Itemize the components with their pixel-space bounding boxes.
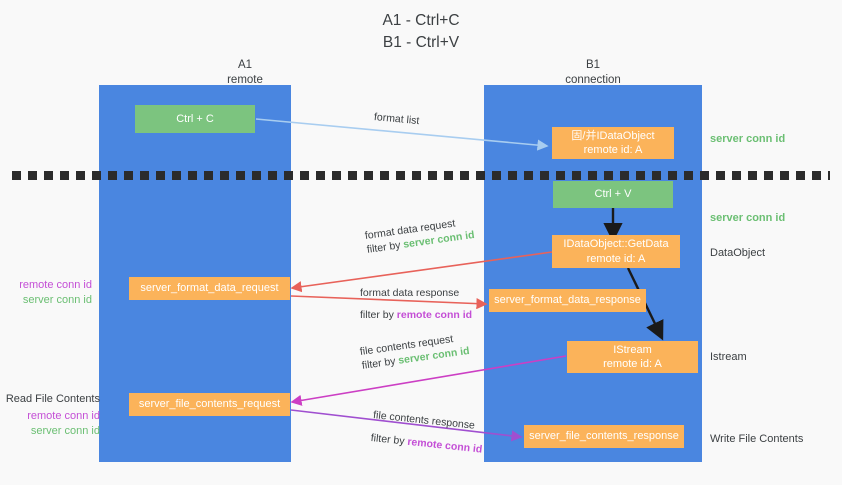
node-server-file-contents-response[interactable]: server_file_contents_response [524, 425, 684, 448]
column-sub-b1: connection [565, 74, 621, 87]
column-caption-a1: A1 remote [99, 58, 391, 89]
node-server-format-data-response-label: server_format_data_response [494, 294, 641, 307]
annotation-write-file-contents: Write File Contents [710, 433, 804, 445]
edge-label-format-data-response: format data response filter by remote co… [360, 287, 473, 322]
annotation-server-conn-id-mid: server conn id [710, 212, 786, 224]
node-idataobject-getdata-line2: remote id: A [586, 252, 646, 265]
node-istream[interactable]: IStream remote id: A [567, 341, 698, 373]
annotation-file-remote-conn-id: remote conn id [27, 410, 100, 423]
node-idataobject[interactable]: 固/并IDataObject remote id: A [552, 127, 674, 159]
title-line-2: B1 - Ctrl+V [382, 34, 460, 51]
column-sub-a1: remote [227, 74, 263, 87]
node-ctrl-v[interactable]: Ctrl + V [553, 181, 673, 208]
edge-label-file-contents-response: file contents response filter by remote … [370, 409, 483, 456]
edge-label-format-list: format list [373, 111, 420, 128]
node-ctrl-c-line1: Ctrl + C [176, 112, 214, 125]
node-server-file-contents-request-label: server_file_contents_request [138, 398, 281, 411]
node-ctrl-c[interactable]: Ctrl + C [135, 105, 255, 133]
annotation-server-conn-id-top: server conn id [710, 133, 786, 145]
node-server-file-contents-request[interactable]: server_file_contents_request [129, 393, 290, 416]
node-server-format-data-response[interactable]: server_format_data_response [489, 289, 646, 312]
edge-filter-format-data-response: filter by remote conn id [360, 309, 473, 322]
column-caption-b1: B1 connection [484, 58, 702, 89]
annotation-file-server-conn-id: server conn id [30, 425, 100, 438]
diagram-title: A1 - Ctrl+C B1 - Ctrl+V [0, 10, 842, 54]
annotation-file-conn-ids: Read File Contents remote conn id server… [0, 392, 100, 440]
node-server-file-contents-response-label: server_file_contents_response [529, 430, 679, 443]
edge-filter-file-contents-response: filter by remote conn id [370, 432, 483, 456]
column-name-a1: A1 [237, 59, 253, 71]
node-server-format-data-request-label: server_format_data_request [140, 282, 279, 295]
node-ctrl-v-line1: Ctrl + V [594, 188, 632, 201]
column-name-b1: B1 [585, 59, 601, 71]
node-server-format-data-request[interactable]: server_format_data_request [129, 277, 290, 300]
phase-divider [12, 171, 830, 180]
annotation-format-server-conn-id: server conn id [22, 294, 92, 307]
annotation-istream: Istream [710, 351, 747, 363]
edge-label-format-data-request: format data request filter by server con… [364, 217, 476, 257]
annotation-read-file-contents: Read File Contents [5, 393, 100, 405]
annotation-format-remote-conn-id: remote conn id [19, 279, 92, 291]
annotation-dataobject: DataObject [710, 247, 766, 259]
edge-label-file-contents-request: file contents request filter by server c… [359, 333, 471, 373]
node-idataobject-line2: remote id: A [583, 144, 643, 156]
node-istream-line1: IStream [613, 343, 652, 356]
node-istream-line2: remote id: A [603, 358, 662, 370]
node-idataobject-getdata[interactable]: IDataObject::GetData remote id: A [552, 235, 680, 268]
annotation-format-conn-ids: remote conn id server conn id [0, 278, 92, 308]
title-line-1: A1 - Ctrl+C [382, 12, 460, 29]
node-idataobject-line1: 固/并IDataObject [571, 129, 655, 142]
node-idataobject-getdata-line1: IDataObject::GetData [563, 238, 669, 251]
